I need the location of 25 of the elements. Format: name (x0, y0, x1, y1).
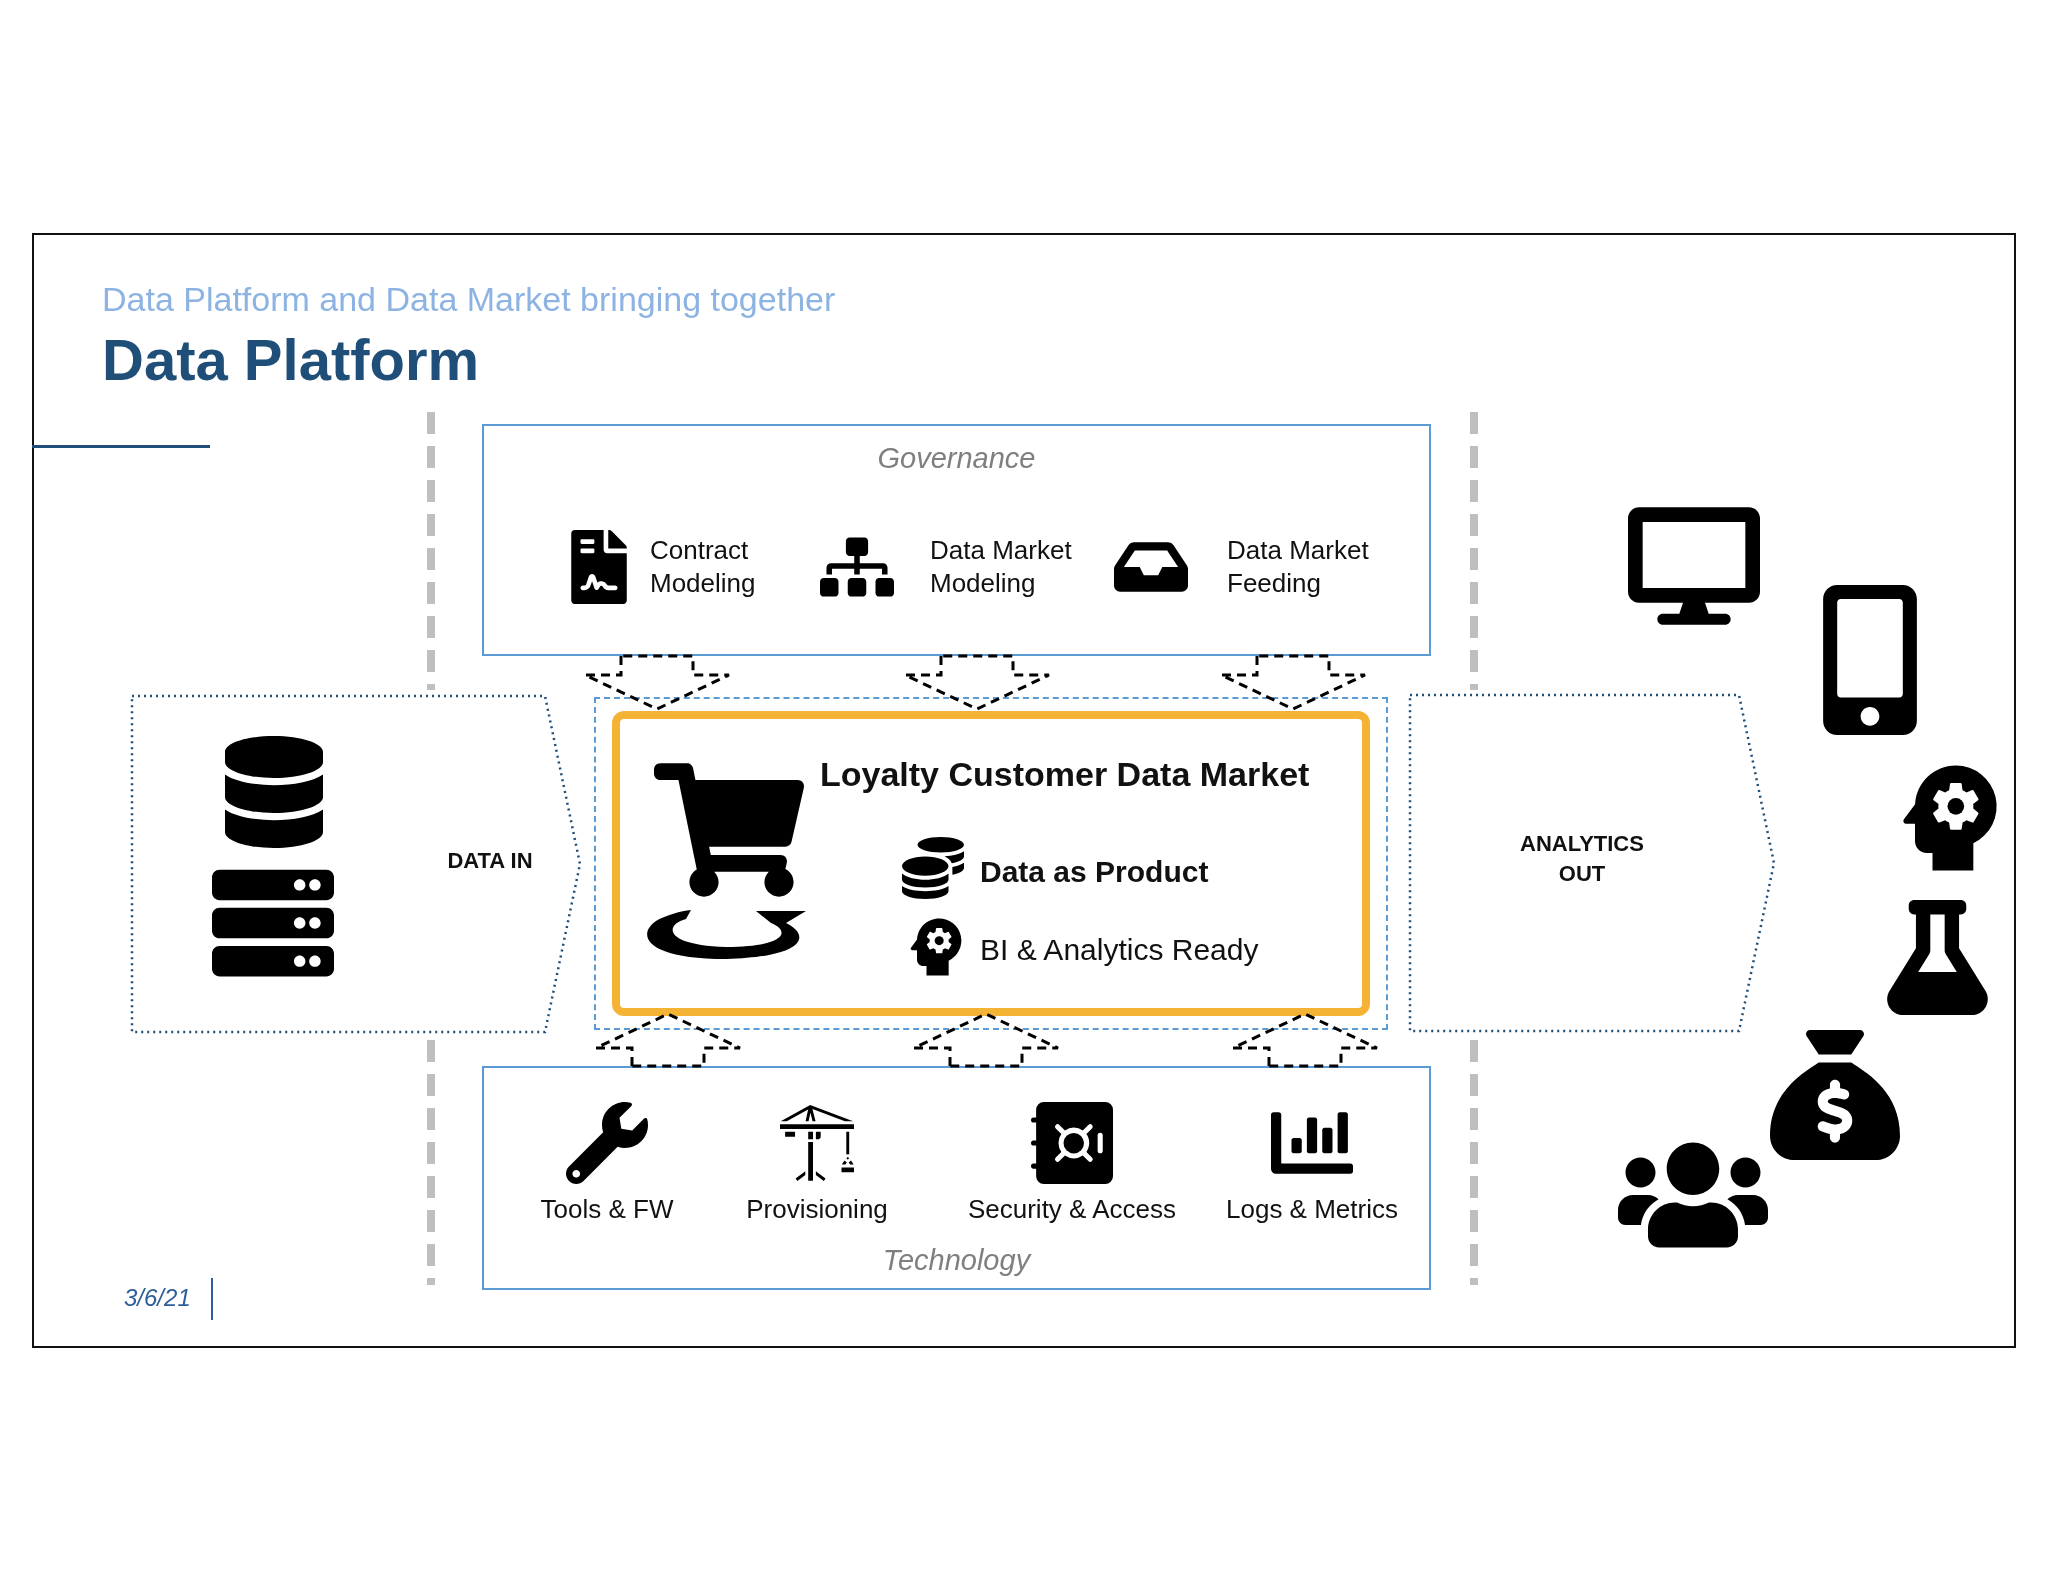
item-label: Tools & FW (539, 1194, 675, 1225)
panel-label: ANALYTICS OUT (1519, 830, 1645, 888)
date-text: 3/6/21 (124, 1284, 191, 1312)
block-arrow (594, 1012, 742, 1068)
block-arrow (903, 654, 1051, 711)
block-arrow (912, 1012, 1060, 1068)
subtitle: Data Platform and Data Market bringing together (102, 280, 836, 319)
market-title: Loyalty Customer Data Market (820, 755, 1310, 794)
group-box (482, 424, 1431, 656)
panel-label: DATA IN (446, 847, 534, 875)
block-arrow (583, 654, 731, 711)
group-box (482, 1066, 1431, 1290)
item-label: Security & Access (966, 1194, 1178, 1225)
item-label: Data Market Modeling (930, 534, 1073, 599)
group-title: Technology (881, 1244, 1033, 1277)
feature-text: BI & Analytics Ready (980, 933, 1259, 967)
block-arrow (1231, 1012, 1379, 1068)
slide-title: Data Platform (102, 326, 480, 393)
item-label: Logs & Metrics (1225, 1194, 1399, 1225)
block-arrow (1219, 654, 1367, 711)
item-label: Data Market Feeding (1227, 534, 1370, 599)
item-label: Provisioning (745, 1194, 889, 1225)
group-title: Governance (876, 442, 1037, 475)
item-label: Contract Modeling (650, 534, 757, 599)
feature-text: Data as Product (980, 855, 1209, 889)
